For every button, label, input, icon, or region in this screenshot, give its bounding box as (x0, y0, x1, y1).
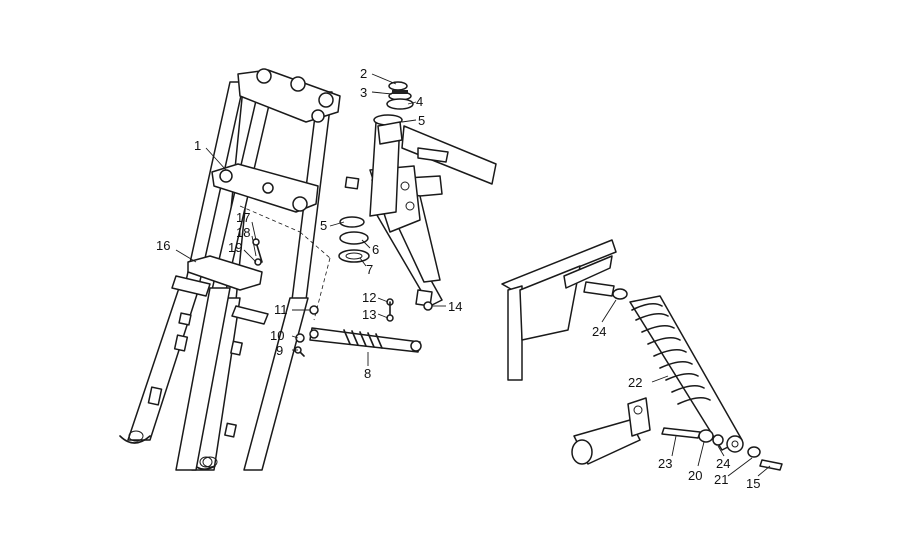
steering-head-frame (294, 81, 497, 357)
callout-16: 16 (156, 238, 170, 253)
callout-13: 13 (362, 307, 376, 322)
callout-15: 15 (746, 476, 760, 491)
callout-17: 17 (236, 210, 250, 225)
callout-2: 2 (360, 66, 367, 81)
callout-6: 6 (372, 242, 379, 257)
callout-9: 9 (276, 343, 283, 358)
callout-5-top: 5 (418, 113, 425, 128)
callout-1: 1 (194, 138, 201, 153)
callout-23: 23 (658, 456, 672, 471)
callout-3: 3 (360, 85, 367, 100)
callout-21: 21 (714, 472, 728, 487)
rear-shock-assembly (501, 239, 783, 471)
callout-20: 20 (688, 468, 702, 483)
callout-24-lower: 24 (716, 456, 730, 471)
callout-labels: 1 2 3 4 5 5 6 7 8 9 10 11 12 13 14 15 16… (156, 66, 760, 491)
callout-10: 10 (270, 328, 284, 343)
callout-5-lower: 5 (320, 218, 327, 233)
front-fork-assembly (119, 68, 341, 471)
leader-lines (175, 73, 771, 477)
callout-14: 14 (448, 299, 462, 314)
callout-11: 11 (274, 302, 288, 317)
callout-18: 18 (236, 225, 250, 240)
callout-22: 22 (628, 375, 642, 390)
callout-4: 4 (416, 94, 423, 109)
callout-12: 12 (362, 290, 376, 305)
callout-24-upper: 24 (592, 324, 606, 339)
callout-7: 7 (366, 262, 373, 277)
callout-19: 19 (228, 240, 242, 255)
callout-8: 8 (364, 366, 371, 381)
